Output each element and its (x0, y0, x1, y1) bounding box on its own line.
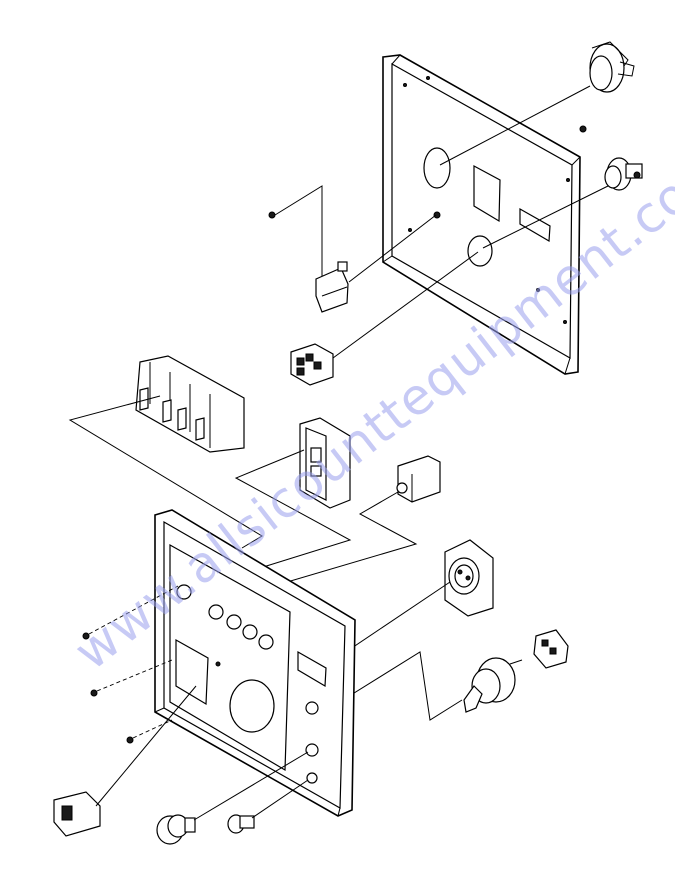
twist-lock-connector-large (439, 41, 635, 166)
rear-mounting-panel (382, 54, 581, 375)
twist-lock-connector-small (482, 157, 643, 249)
twist-lock-receptacle (321, 539, 494, 669)
front-control-panel (154, 509, 356, 817)
indicator-lamp (227, 779, 309, 834)
relay (268, 185, 437, 313)
screws (82, 585, 179, 744)
switch-plug (533, 629, 569, 669)
push-button (156, 751, 309, 845)
terminal-block (290, 251, 479, 386)
circuit-breaker-bank (68, 355, 263, 549)
circuit-breaker-single (259, 455, 441, 591)
rocker-switch (53, 685, 197, 837)
ignition-key-switch (329, 651, 523, 721)
gfci-receptacle (234, 417, 352, 569)
screw-icon (579, 125, 587, 133)
